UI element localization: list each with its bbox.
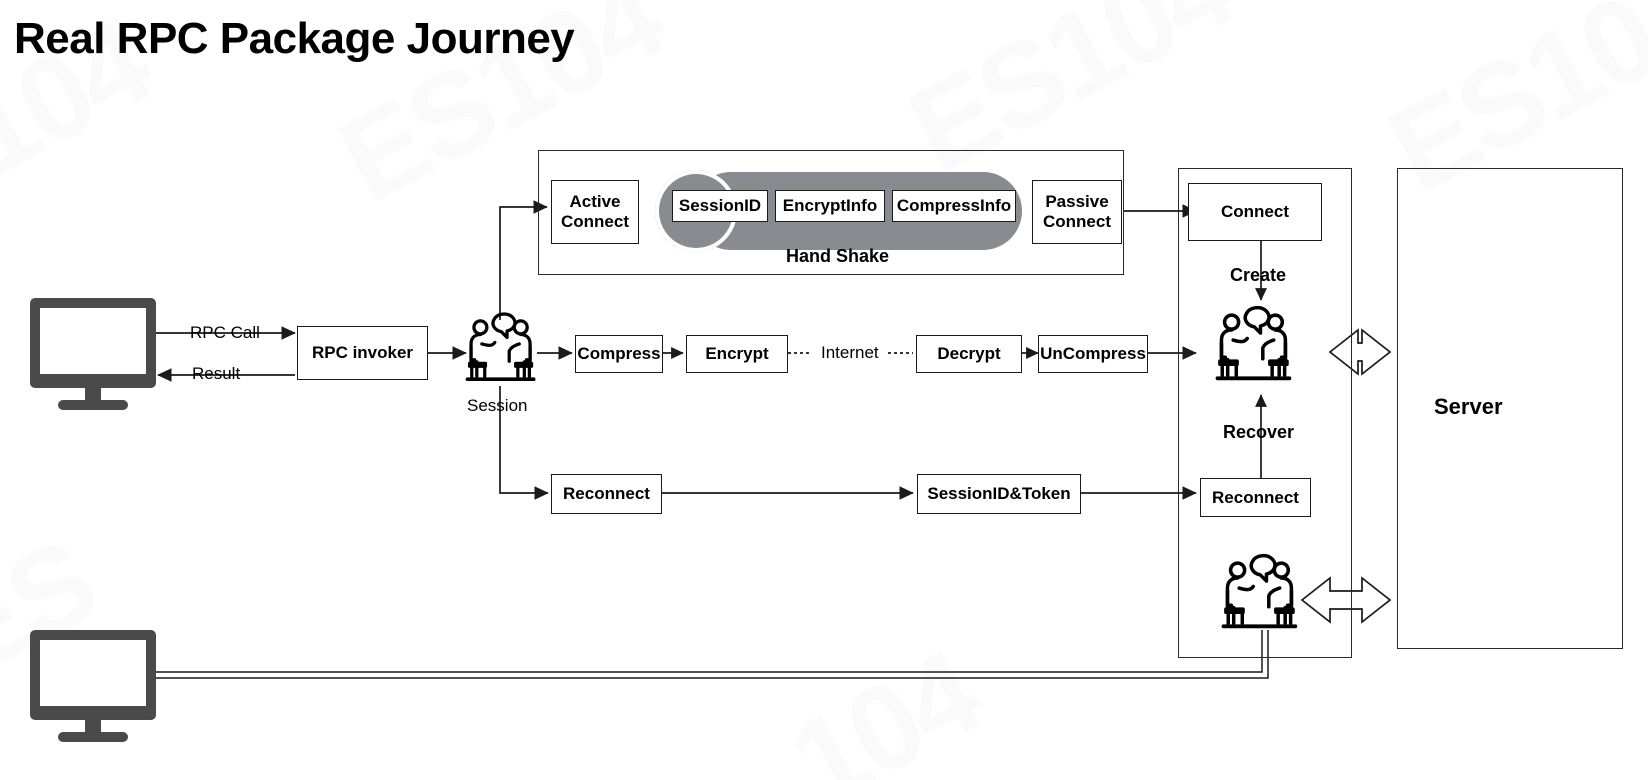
decrypt-box[interactable]: Decrypt: [916, 335, 1022, 373]
active-connect-line1: Active: [569, 192, 621, 212]
rpc-call-label: RPC Call: [190, 323, 260, 342]
hand-shake-caption: Hand Shake: [786, 246, 890, 266]
rpc-invoker-box[interactable]: RPC invoker: [297, 326, 428, 380]
client-monitor-bottom-icon: [30, 630, 156, 742]
create-label: Create: [1230, 265, 1287, 285]
page-title: Real RPC Package Journey: [14, 14, 575, 63]
session-icon-client: [465, 312, 536, 381]
session-icon-server-top: [1215, 305, 1292, 381]
server-exchange-arrow-bottom: [1300, 576, 1392, 624]
result-label: Result: [192, 364, 241, 383]
recover-label: Recover: [1223, 422, 1295, 442]
server-exchange-arrow-top: [1328, 328, 1392, 376]
client-monitor-top-icon: [30, 298, 156, 410]
server-reconnect-box[interactable]: Reconnect: [1200, 478, 1311, 517]
server-client-container: [1178, 168, 1352, 658]
session-label: Session: [467, 396, 528, 415]
sessionid-token-box[interactable]: SessionID&Token: [917, 474, 1081, 514]
server-connect-box[interactable]: Connect: [1188, 183, 1322, 241]
uncompress-box[interactable]: UnCompress: [1038, 335, 1148, 373]
passive-connect-line1: Passive: [1045, 192, 1109, 212]
internet-label: Internet: [818, 343, 882, 363]
active-connect-line2: Connect: [561, 212, 629, 231]
client-reconnect-box[interactable]: Reconnect: [551, 474, 662, 514]
compressinfo-box[interactable]: CompressInfo: [892, 190, 1016, 222]
encryptinfo-box[interactable]: EncryptInfo: [775, 190, 885, 222]
server-label: Server: [1434, 394, 1503, 419]
sessionid-box[interactable]: SessionID: [672, 190, 768, 222]
handshake-container: [538, 150, 1124, 275]
session-icon-server-bottom: [1221, 553, 1298, 629]
compress-box[interactable]: Compress: [575, 335, 663, 373]
active-connect-box[interactable]: Active Connect: [551, 180, 639, 244]
server-box: [1397, 168, 1623, 649]
passive-connect-box[interactable]: Passive Connect: [1032, 180, 1122, 244]
passive-connect-line2: Connect: [1043, 212, 1111, 231]
encrypt-box[interactable]: Encrypt: [686, 335, 788, 373]
